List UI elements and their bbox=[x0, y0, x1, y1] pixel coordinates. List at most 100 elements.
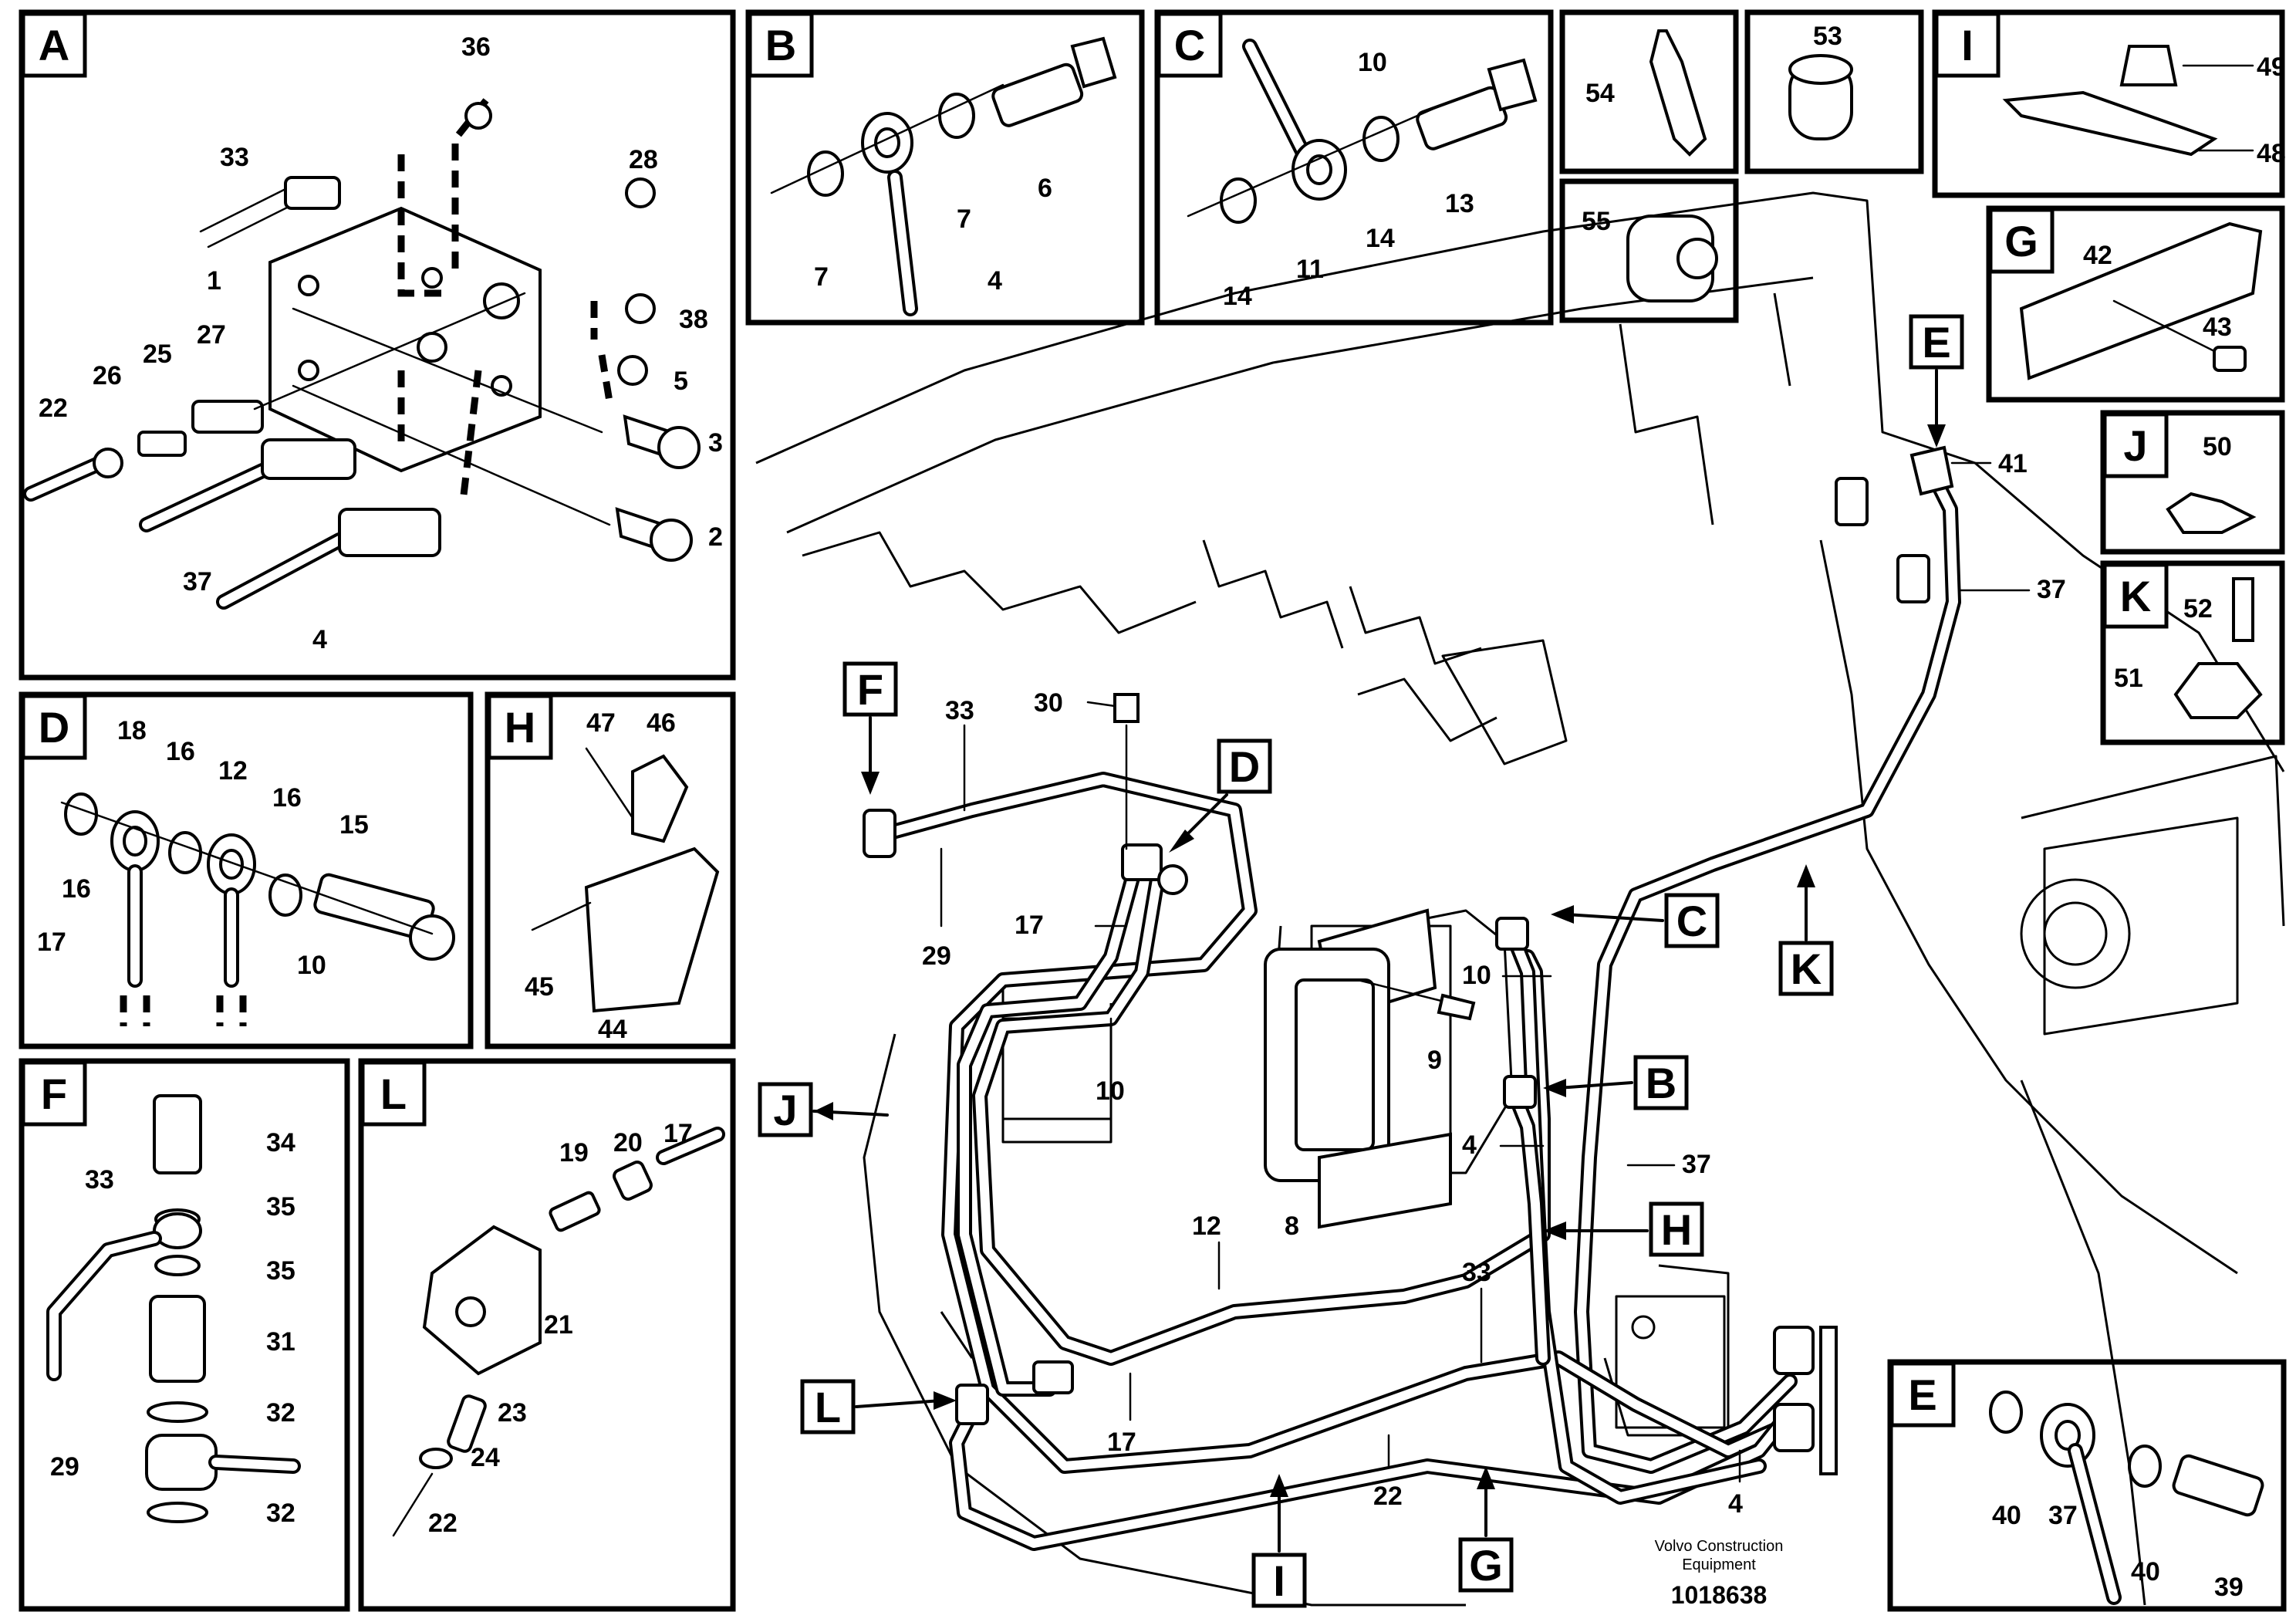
C-callout-14b: 14 bbox=[1366, 224, 1395, 253]
F-callout-32a: 32 bbox=[266, 1398, 295, 1428]
F-callout-29: 29 bbox=[50, 1452, 79, 1482]
ref-H: H bbox=[1661, 1205, 1692, 1254]
panel-I-letter: I bbox=[1961, 21, 1974, 69]
main-callouts: 41 37 33 30 29 17 10 9 10 4 37 8 12 33 1… bbox=[922, 449, 2066, 1519]
panel-E: E 40 37 40 39 bbox=[1887, 1359, 2287, 1612]
panel-A-letter: A bbox=[39, 21, 69, 69]
callout-37-top: 37 bbox=[2037, 575, 2066, 604]
panel-55: 55 bbox=[1559, 178, 1739, 323]
brand-line-2: Equipment bbox=[1682, 1556, 1756, 1573]
footer: Volvo Construction Equipment 1018638 bbox=[1655, 1538, 1784, 1609]
H-callout-45: 45 bbox=[525, 972, 554, 1002]
E-callout-39: 39 bbox=[2214, 1573, 2244, 1602]
panel-H: H 47 46 45 44 bbox=[485, 691, 736, 1049]
callout-8: 8 bbox=[1285, 1211, 1299, 1241]
callout-4-mid: 4 bbox=[1462, 1130, 1477, 1160]
F-callout-34: 34 bbox=[266, 1128, 295, 1157]
panel-K: K 52 51 bbox=[2100, 560, 2285, 745]
D-callout-15: 15 bbox=[339, 810, 369, 840]
callout-10-left: 10 bbox=[1096, 1076, 1125, 1106]
callout-53: 53 bbox=[1813, 22, 1842, 51]
L-callout-20: 20 bbox=[613, 1128, 643, 1157]
ref-I: I bbox=[1273, 1556, 1285, 1605]
J-callout-50: 50 bbox=[2203, 432, 2232, 461]
callout-10-right: 10 bbox=[1462, 961, 1491, 990]
L-callout-23: 23 bbox=[498, 1398, 527, 1428]
ref-G: G bbox=[1469, 1541, 1503, 1590]
panel-F-letter: F bbox=[41, 1070, 67, 1118]
callout-12: 12 bbox=[1192, 1211, 1221, 1241]
callout-30: 30 bbox=[1034, 688, 1063, 718]
callout-17-bottom: 17 bbox=[1107, 1428, 1136, 1457]
D-callout-16b: 16 bbox=[272, 783, 302, 813]
callout-4-bottom: 4 bbox=[1728, 1489, 1743, 1519]
B-callout-7a: 7 bbox=[814, 262, 829, 292]
ref-E: E bbox=[1922, 318, 1950, 367]
panel-L: L 17 20 19 21 23 24 22 bbox=[358, 1058, 736, 1612]
panel-F: F 34 33 35 35 31 32 29 32 bbox=[19, 1058, 350, 1612]
panel-I: I 49 48 bbox=[1932, 9, 2286, 198]
ref-J: J bbox=[773, 1086, 797, 1134]
panel-G: G 42 43 bbox=[1986, 205, 2285, 403]
callout-37-mid: 37 bbox=[1682, 1150, 1711, 1179]
A-callout-3: 3 bbox=[708, 428, 723, 458]
L-callout-21: 21 bbox=[544, 1310, 573, 1340]
E-callout-40b: 40 bbox=[2131, 1557, 2160, 1587]
callout-33-bottom: 33 bbox=[1462, 1258, 1491, 1287]
I-callout-49: 49 bbox=[2257, 52, 2286, 82]
C-callout-13: 13 bbox=[1445, 189, 1474, 218]
ref-F: F bbox=[857, 665, 883, 714]
H-callout-44: 44 bbox=[598, 1015, 627, 1044]
panel-G-letter: G bbox=[2004, 217, 2038, 265]
callout-17-top: 17 bbox=[1015, 911, 1044, 940]
I-callout-48: 48 bbox=[2257, 139, 2286, 168]
C-callout-14a: 14 bbox=[1223, 282, 1252, 311]
K-callout-51: 51 bbox=[2114, 664, 2143, 693]
D-callout-17: 17 bbox=[37, 928, 66, 957]
G-callout-43: 43 bbox=[2203, 313, 2232, 342]
panel-C: C 10 13 14 11 14 bbox=[1154, 9, 1554, 326]
ref-L: L bbox=[815, 1383, 841, 1431]
A-callout-36: 36 bbox=[461, 32, 491, 62]
ref-C: C bbox=[1676, 897, 1707, 945]
A-callout-26: 26 bbox=[93, 361, 122, 390]
G-callout-42: 42 bbox=[2083, 241, 2112, 270]
F-callout-31: 31 bbox=[266, 1327, 295, 1357]
panel-C-letter: C bbox=[1174, 21, 1205, 69]
B-callout-7b: 7 bbox=[957, 204, 971, 234]
B-callout-4: 4 bbox=[988, 266, 1002, 296]
A-callout-1: 1 bbox=[207, 266, 221, 296]
callout-9: 9 bbox=[1427, 1046, 1442, 1075]
A-callout-5: 5 bbox=[674, 367, 688, 396]
L-callout-24: 24 bbox=[471, 1443, 500, 1472]
A-callout-37: 37 bbox=[183, 567, 212, 596]
panel-H-letter: H bbox=[505, 703, 535, 752]
D-callout-16c: 16 bbox=[62, 874, 91, 904]
F-callout-35b: 35 bbox=[266, 1256, 295, 1286]
A-callout-27: 27 bbox=[197, 320, 226, 350]
B-callout-6: 6 bbox=[1038, 174, 1052, 203]
panel-L-letter: L bbox=[380, 1070, 407, 1118]
C-callout-10: 10 bbox=[1358, 48, 1387, 77]
drawing-number: 1018638 bbox=[1671, 1581, 1768, 1609]
panel-B-letter: B bbox=[765, 21, 796, 69]
L-callout-17: 17 bbox=[663, 1119, 693, 1148]
ref-D: D bbox=[1229, 742, 1260, 791]
panel-53: 53 bbox=[1744, 9, 1924, 174]
D-callout-18: 18 bbox=[117, 716, 147, 745]
A-callout-2: 2 bbox=[708, 522, 723, 552]
ref-K: K bbox=[1791, 944, 1822, 993]
panel-D: D 18 16 12 16 15 16 17 10 bbox=[19, 691, 474, 1049]
panel-B: B 7 7 6 4 bbox=[745, 9, 1145, 326]
A-callout-33: 33 bbox=[220, 143, 249, 172]
callout-29: 29 bbox=[922, 941, 951, 971]
F-callout-32b: 32 bbox=[266, 1499, 295, 1528]
E-callout-37: 37 bbox=[2048, 1501, 2078, 1530]
ref-B: B bbox=[1646, 1059, 1676, 1107]
A-callout-4: 4 bbox=[312, 625, 327, 654]
callout-33-top: 33 bbox=[945, 696, 974, 725]
A-callout-22: 22 bbox=[39, 394, 68, 423]
L-callout-22: 22 bbox=[428, 1509, 458, 1538]
H-callout-47: 47 bbox=[586, 708, 616, 738]
